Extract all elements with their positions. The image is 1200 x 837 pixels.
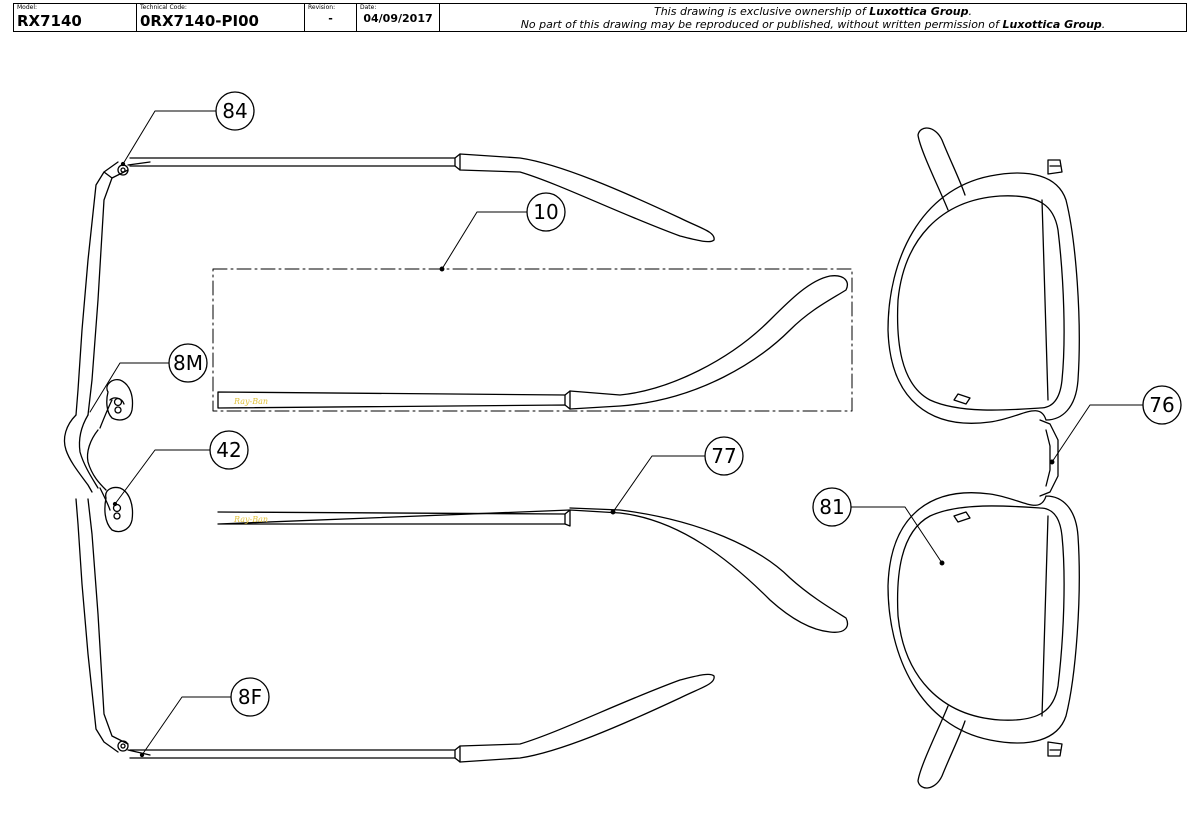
model-label: Model: (17, 4, 38, 11)
model-cell: Model: RX7140 (14, 4, 137, 31)
callout-84-label: 84 (222, 99, 247, 123)
ownership-notice: This drawing is exclusive ownership of L… (440, 4, 1186, 31)
callout-10-label: 10 (533, 200, 558, 224)
callout-77-label: 77 (711, 444, 736, 468)
hinge-bottom (117, 740, 151, 756)
callout-8f-label: 8F (238, 685, 262, 709)
technical-code-label: Technical Code: (140, 4, 187, 11)
revision-cell: Revision: - (305, 4, 357, 31)
revision-label: Revision: (308, 4, 336, 11)
callout-76-label: 76 (1149, 393, 1174, 417)
top-view-front (63, 161, 129, 753)
callout-42: 42 (112, 430, 249, 507)
date-value: 04/09/2017 (363, 12, 433, 25)
callout-76: 76 (1049, 385, 1182, 465)
title-block: Model: RX7140 Technical Code: 0RX7140-PI… (13, 3, 1187, 32)
callout-8f: 8F (139, 677, 270, 758)
callout-84: 84 (120, 91, 255, 167)
technical-code-value: 0RX7140-PI00 (140, 12, 259, 30)
callout-81-label: 81 (819, 495, 844, 519)
nose-pad-lower (104, 486, 134, 533)
callout-42-label: 42 (216, 438, 241, 462)
callout-81: 81 (812, 487, 945, 566)
temple-inner-view: Ray-Ban (217, 507, 849, 633)
notice-line-2: No part of this drawing may be reproduce… (520, 18, 1106, 31)
temple-logo-side: Ray-Ban (233, 397, 268, 406)
callout-77: 77 (610, 436, 744, 515)
model-value: RX7140 (17, 12, 82, 30)
temple-top-view-lower (129, 673, 715, 763)
revision-value: - (328, 12, 333, 25)
date-label: Date: (360, 4, 377, 11)
temple-side-view: Ray-Ban (217, 275, 848, 410)
technical-code-cell: Technical Code: 0RX7140-PI00 (137, 4, 305, 31)
temple-top-view-upper (129, 153, 715, 243)
callout-8m: 8M (89, 343, 208, 413)
callout-10: 10 (439, 192, 566, 272)
temple-logo-inner: Ray-Ban (233, 515, 268, 524)
date-cell: Date: 04/09/2017 (357, 4, 440, 31)
temple-side-view-frame (212, 268, 853, 412)
front-view (887, 127, 1080, 789)
callout-8m-label: 8M (173, 351, 203, 375)
notice-line-1: This drawing is exclusive ownership of L… (653, 5, 973, 18)
nose-pad-upper (106, 379, 134, 421)
